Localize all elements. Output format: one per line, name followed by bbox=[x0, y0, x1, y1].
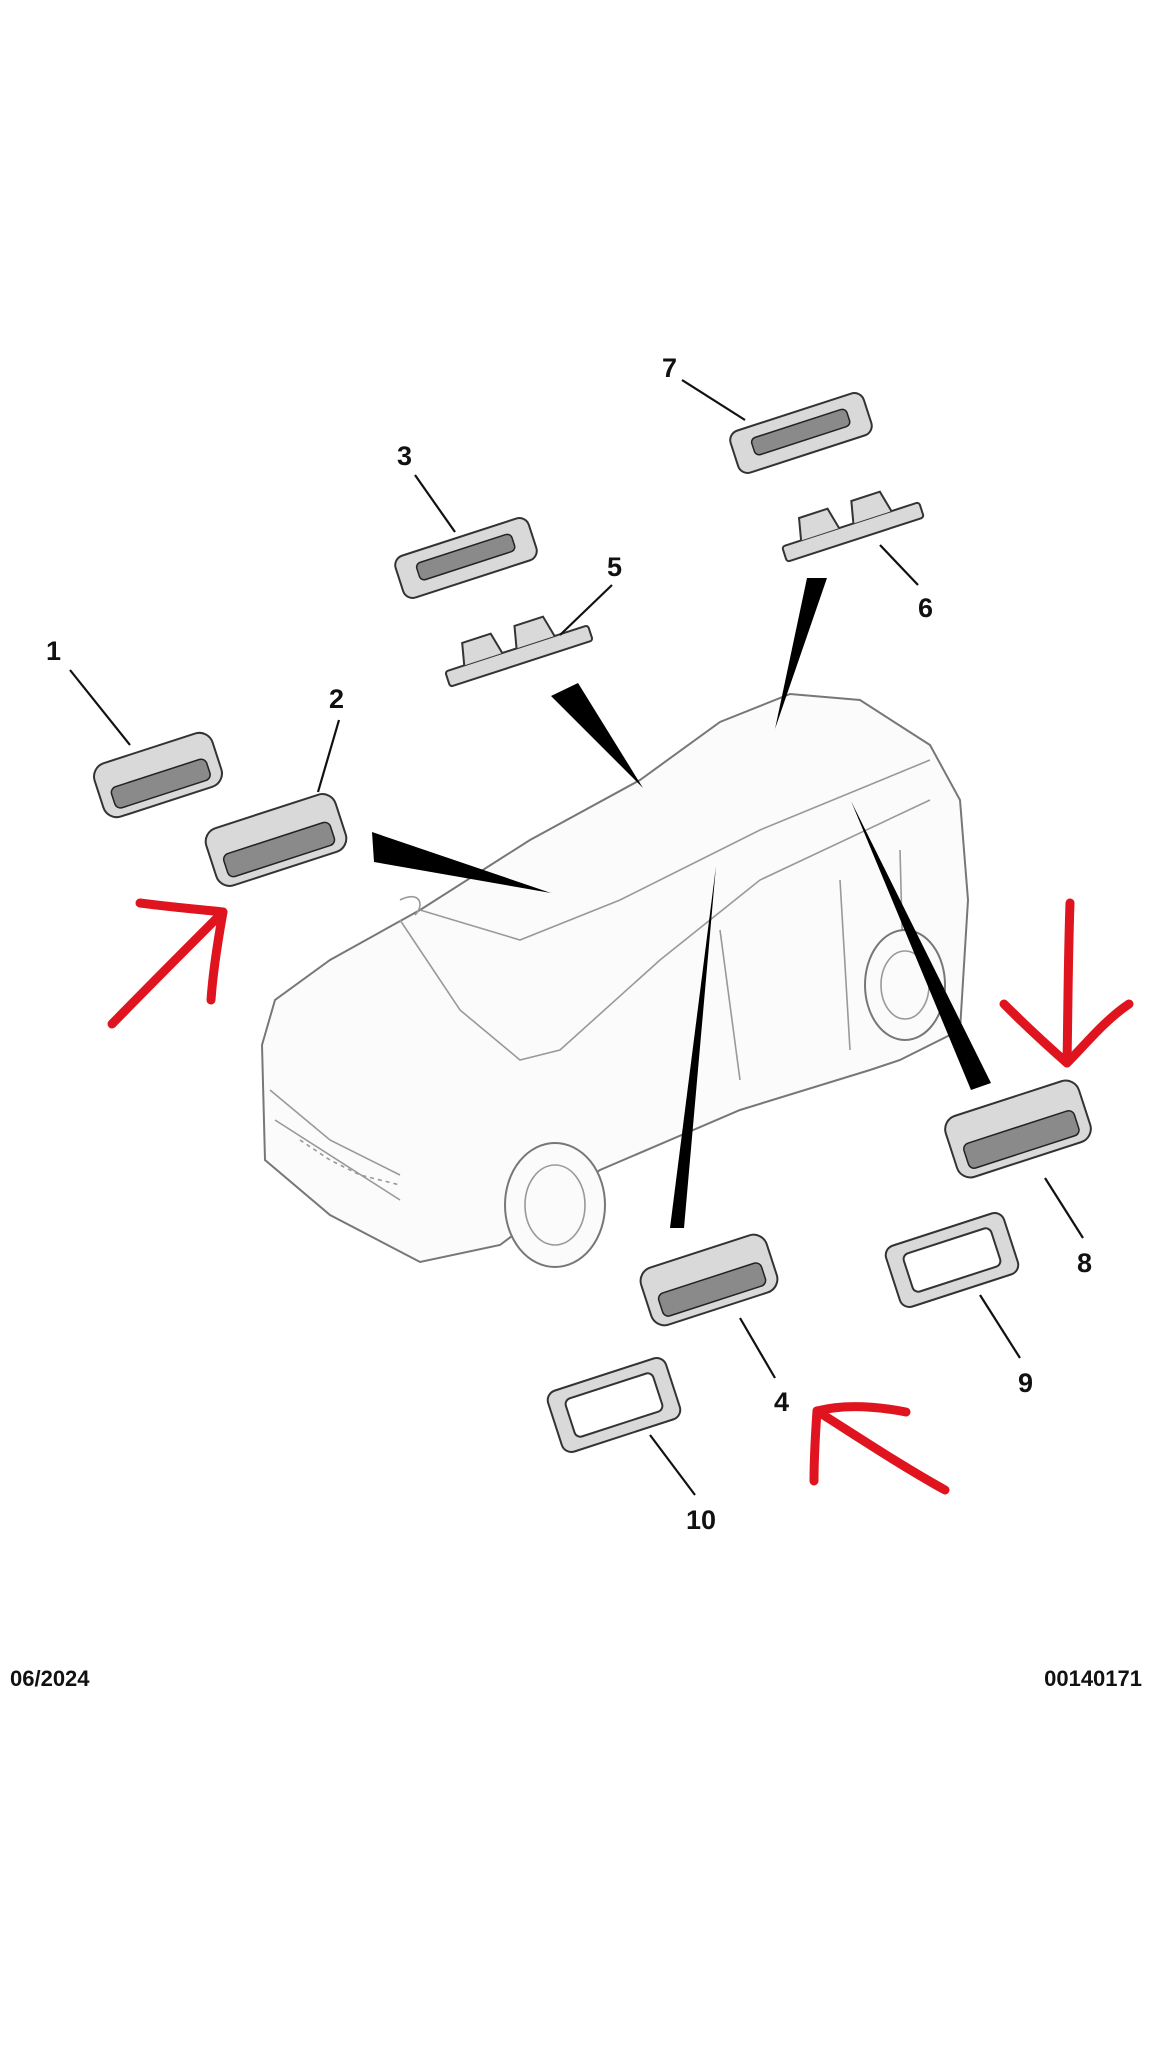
callout-3: 3 bbox=[397, 441, 412, 471]
pointer-4 bbox=[670, 866, 716, 1228]
red-arrow-part-4 bbox=[809, 1402, 950, 1495]
part-10-bezel bbox=[546, 1357, 682, 1453]
red-arrow-part-2 bbox=[107, 898, 228, 1029]
part-9-bezel bbox=[884, 1212, 1020, 1308]
footer-reference: 00140171 bbox=[1044, 1666, 1142, 1691]
callout-5: 5 bbox=[607, 552, 622, 582]
part-1-lamp bbox=[93, 731, 223, 819]
callout-4: 4 bbox=[774, 1387, 789, 1417]
part-8-lamp bbox=[944, 1079, 1092, 1179]
callout-6: 6 bbox=[918, 593, 933, 623]
pointer-8 bbox=[851, 801, 991, 1090]
part-5-bracket bbox=[444, 615, 594, 688]
part-3-lamp bbox=[394, 517, 538, 599]
car-illustration bbox=[260, 692, 970, 1268]
callout-9: 9 bbox=[1018, 1368, 1033, 1398]
callout-8: 8 bbox=[1077, 1248, 1092, 1278]
callout-2: 2 bbox=[329, 684, 344, 714]
pointer-5 bbox=[551, 683, 643, 788]
pointer-wedges bbox=[372, 578, 991, 1228]
pointer-2 bbox=[372, 832, 551, 893]
part-6-bracket bbox=[781, 490, 925, 563]
part-7-lamp bbox=[729, 392, 873, 474]
callout-10: 10 bbox=[686, 1505, 716, 1535]
pointer-6 bbox=[775, 578, 827, 729]
part-4-lamp bbox=[639, 1233, 779, 1327]
red-arrow-part-8 bbox=[999, 898, 1134, 1068]
part-2-lamp bbox=[204, 793, 348, 887]
callout-1: 1 bbox=[46, 636, 61, 666]
leader-lines bbox=[69, 379, 1084, 1496]
callout-7: 7 bbox=[662, 353, 677, 383]
footer-date: 06/2024 bbox=[10, 1666, 90, 1691]
